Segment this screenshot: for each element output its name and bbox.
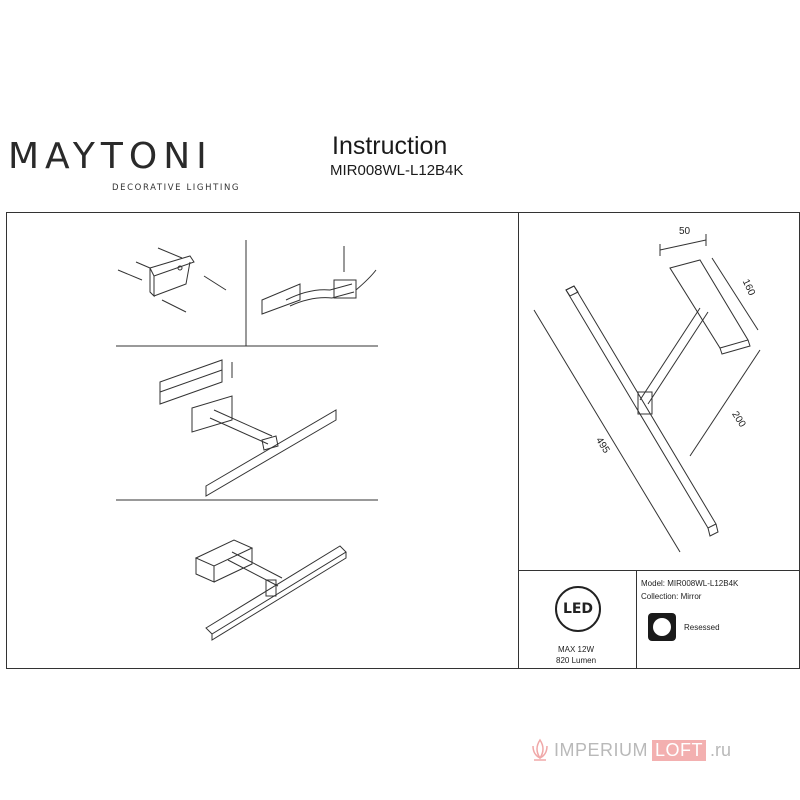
watermark-text-3: .ru <box>710 739 732 760</box>
step-2-wiring <box>261 246 377 315</box>
step-1-bracket-screws <box>117 247 227 313</box>
document-title: Instruction <box>332 132 448 160</box>
dimension-drawing <box>533 234 761 553</box>
dim-width-label: 50 <box>679 226 691 237</box>
lotus-icon <box>532 738 548 761</box>
lumen-rating: 820 Lumen <box>556 656 597 665</box>
spec-table-top-rule <box>518 570 800 571</box>
recessed-icon <box>648 613 676 641</box>
step-3-mount <box>159 359 337 497</box>
led-badge: LED <box>555 586 601 632</box>
step-4-assembled <box>194 539 347 641</box>
watermark-text-2: LOFT <box>652 739 707 761</box>
model-code: MIR008WL-L12B4K <box>330 162 464 179</box>
watermark-text-1: IMPERIUM <box>554 739 648 760</box>
brand-tagline: DECORATIVE LIGHTING <box>112 183 241 193</box>
brand-logo: MAYTONI <box>8 136 213 177</box>
panel-divider <box>518 212 519 669</box>
collection-line: Collection: Mirror <box>641 592 702 601</box>
model-line: Model: MIR008WL-L12B4K <box>641 579 739 588</box>
power-rating: MAX 12W <box>558 645 595 654</box>
spec-table-divider <box>636 570 637 669</box>
mount-type: Resessed <box>684 623 720 632</box>
